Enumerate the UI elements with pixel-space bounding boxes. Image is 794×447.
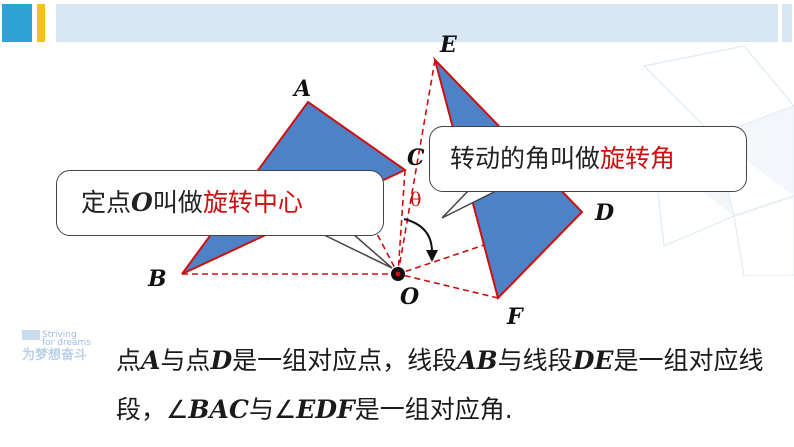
callout-angle-tail [441, 188, 501, 219]
text-seg: 与线段 [497, 346, 573, 375]
callout-angle-highlight: 旋转角 [600, 144, 676, 173]
callout-center-tail [319, 232, 393, 269]
text-seg: 与∠ [248, 395, 297, 424]
label-B: B [147, 266, 167, 292]
var-EDF: EDF [296, 395, 355, 424]
dashed-line-OF [397, 273, 499, 299]
explanation-line-1: 点A与点D是一组对应点，线段AB与线段DE是一组对应线段，∠BAC与∠EDF是一… [60, 336, 780, 434]
label-E: E [439, 32, 458, 58]
header-title-bar [56, 4, 778, 42]
dashed-line-OC [397, 169, 406, 275]
text-seg: 点 [116, 346, 142, 375]
label-theta: θ [410, 189, 421, 211]
callout-rotation-angle: 转动的角叫做旋转角 [429, 126, 747, 192]
logo-small-line2: for dreams [42, 338, 91, 348]
label-C: C [407, 145, 425, 171]
callout-center-mid: 叫做 [152, 188, 203, 217]
label-D: D [594, 200, 614, 226]
header-bar-tail [782, 4, 792, 42]
logo-small-line1: Striving [42, 330, 77, 340]
dashed-line-OE [397, 59, 436, 275]
callout-center-highlight: 旋转中心 [202, 188, 303, 217]
rotation-arc-icon [403, 218, 433, 253]
text-seg: 是一组对应线段，∠ [116, 346, 764, 424]
rotation-arrowhead-icon [426, 250, 438, 262]
explanation-text: 点A与点D是一组对应点，线段AB与线段DE是一组对应线段，∠BAC与∠EDF是一… [60, 336, 780, 434]
header-blue-block [2, 4, 32, 42]
text-seg: 与点 [160, 346, 211, 375]
logo-watermark: Striving for dreams 为梦想奋斗 [22, 330, 91, 362]
var-D: D [210, 346, 233, 375]
var-A: A [141, 346, 161, 375]
logo-text: 为梦想奋斗 [22, 347, 87, 362]
label-O: O [400, 284, 419, 310]
var-AB: AB [457, 346, 498, 375]
header-yellow-block [37, 4, 45, 42]
callout-angle-prefix: 转动的角叫做 [450, 144, 601, 173]
label-A: A [292, 76, 311, 102]
text-seg: 是一组对应点，线段 [232, 346, 458, 375]
var-BAC: BAC [188, 395, 249, 424]
callout-center-var: O [131, 188, 153, 217]
text-seg: 是一组对应角. [354, 395, 513, 424]
header-bar [0, 0, 794, 46]
callout-rotation-center: 定点O叫做旋转中心 [56, 170, 384, 236]
callout-center-prefix: 定点 [81, 188, 132, 217]
label-F: F [506, 304, 524, 330]
var-DE: DE [572, 346, 614, 375]
